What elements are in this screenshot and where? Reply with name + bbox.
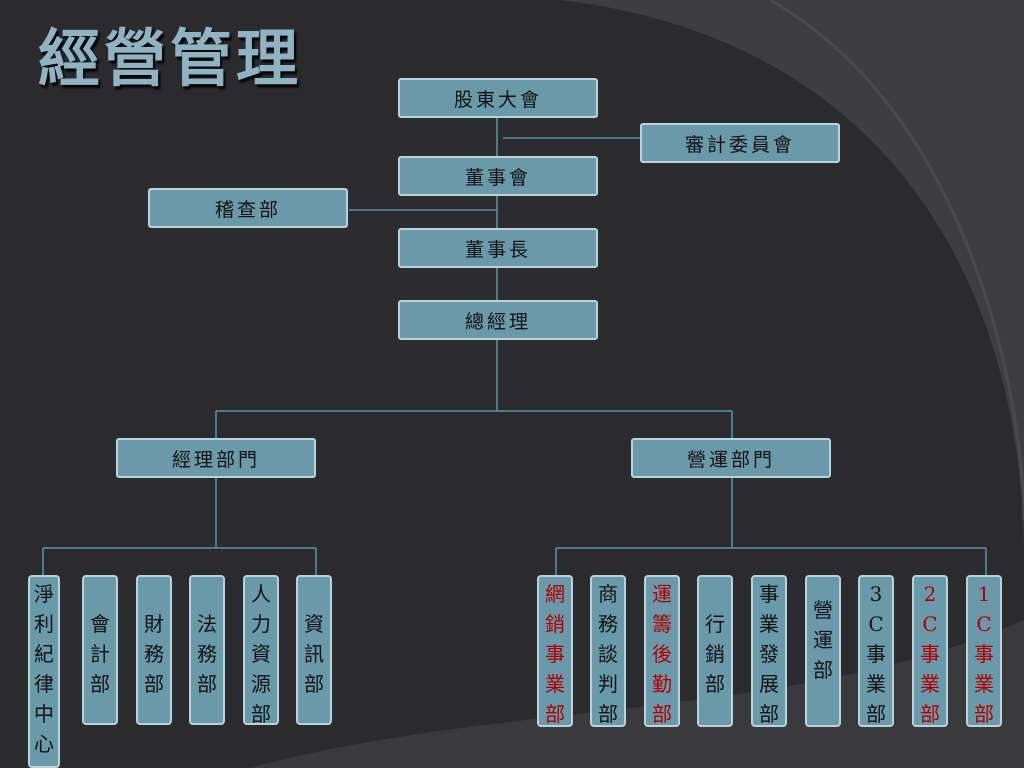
dept-label: 1C事業部 <box>974 582 994 726</box>
dept-label: 營運部 <box>813 598 833 682</box>
dept-label: 3C事業部 <box>866 582 886 726</box>
node-label: 審計委員會 <box>684 133 795 156</box>
dept-label: 會計部 <box>90 612 110 696</box>
dept-label: 網銷事業部 <box>545 582 565 726</box>
node-operations-division: 營運部門 <box>631 438 831 478</box>
node-label: 營運部門 <box>686 448 775 471</box>
node-general-manager: 總經理 <box>398 300 598 340</box>
dept-ops-7: 2C事業部 <box>912 575 948 727</box>
dept-label: 事業發展部 <box>759 582 779 726</box>
dept-label: 財務部 <box>144 612 164 696</box>
node-management-division: 經理部門 <box>116 438 316 478</box>
dept-ops-3: 行銷部 <box>697 575 733 727</box>
dept-ops-6: 3C事業部 <box>858 575 894 727</box>
node-audit-department: 稽查部 <box>148 188 348 228</box>
dept-ops-4: 事業發展部 <box>751 575 787 727</box>
dept-label: 資訊部 <box>304 612 324 696</box>
node-label: 董事會 <box>464 166 531 189</box>
dept-ops-1: 商務談判部 <box>590 575 626 727</box>
page-title: 經營管理 <box>38 22 303 95</box>
node-board-of-directors: 董事會 <box>398 156 598 196</box>
node-label: 經理部門 <box>171 448 260 471</box>
dept-label: 商務談判部 <box>598 582 618 726</box>
dept-label: 運籌後勤部 <box>652 582 672 726</box>
dept-label: 法務部 <box>197 612 217 696</box>
node-shareholders-meeting: 股東大會 <box>398 78 598 118</box>
node-label: 稽查部 <box>214 198 281 221</box>
node-audit-committee: 審計委員會 <box>640 123 840 163</box>
node-label: 董事長 <box>464 238 531 261</box>
dept-ops-5: 營運部 <box>805 575 841 727</box>
dept-label: 淨利紀律中心 <box>34 582 54 756</box>
node-chairman: 董事長 <box>398 228 598 268</box>
node-label: 股東大會 <box>453 88 542 111</box>
dept-mgmt-1: 會計部 <box>82 575 118 725</box>
dept-ops-2: 運籌後勤部 <box>644 575 680 727</box>
dept-mgmt-3: 法務部 <box>189 575 225 725</box>
dept-label: 人力資源部 <box>251 582 271 726</box>
dept-mgmt-2: 財務部 <box>136 575 172 725</box>
dept-ops-0: 網銷事業部 <box>537 575 573 727</box>
dept-mgmt-4: 人力資源部 <box>243 575 279 726</box>
dept-ops-8: 1C事業部 <box>966 575 1002 727</box>
dept-label: 行銷部 <box>705 612 725 696</box>
dept-mgmt-5: 資訊部 <box>296 575 332 725</box>
dept-mgmt-0: 淨利紀律中心 <box>28 575 60 768</box>
node-label: 總經理 <box>464 310 531 333</box>
dept-label: 2C事業部 <box>920 582 940 726</box>
